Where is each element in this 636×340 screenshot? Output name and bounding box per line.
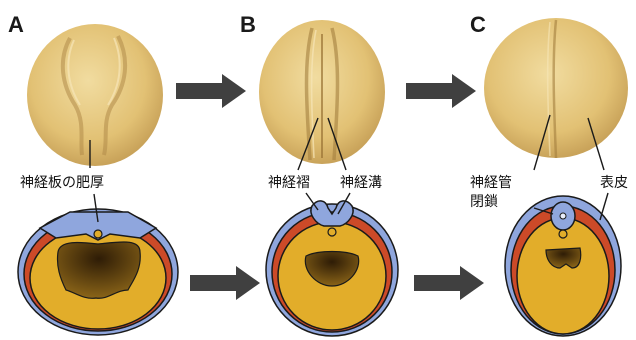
embryo-c [484,18,628,158]
panel-letter-c: C [470,12,486,37]
embryo-a [27,24,163,166]
label-epidermis: 表皮 [600,175,628,191]
panel-letter-a: A [8,12,24,37]
embryo-b [259,20,385,164]
label-neural-fold: 神経褶 [268,175,310,191]
label-neural-tube-closure-2: 閉鎖 [470,194,498,210]
label-neural-plate-thickening: 神経板の肥厚 [20,175,104,191]
panel-letter-b: B [240,12,256,37]
arrow-bottom-1 [190,266,260,300]
cross-section-b [266,201,398,336]
label-neural-tube-closure-1: 神経管 [470,175,512,191]
cross-section-c [505,196,621,336]
label-neural-groove: 神経溝 [340,175,382,191]
arrow-bottom-2 [414,266,484,300]
arrow-top-1 [176,74,246,108]
cross-section-a [18,209,178,335]
arrow-top-2 [406,74,476,108]
